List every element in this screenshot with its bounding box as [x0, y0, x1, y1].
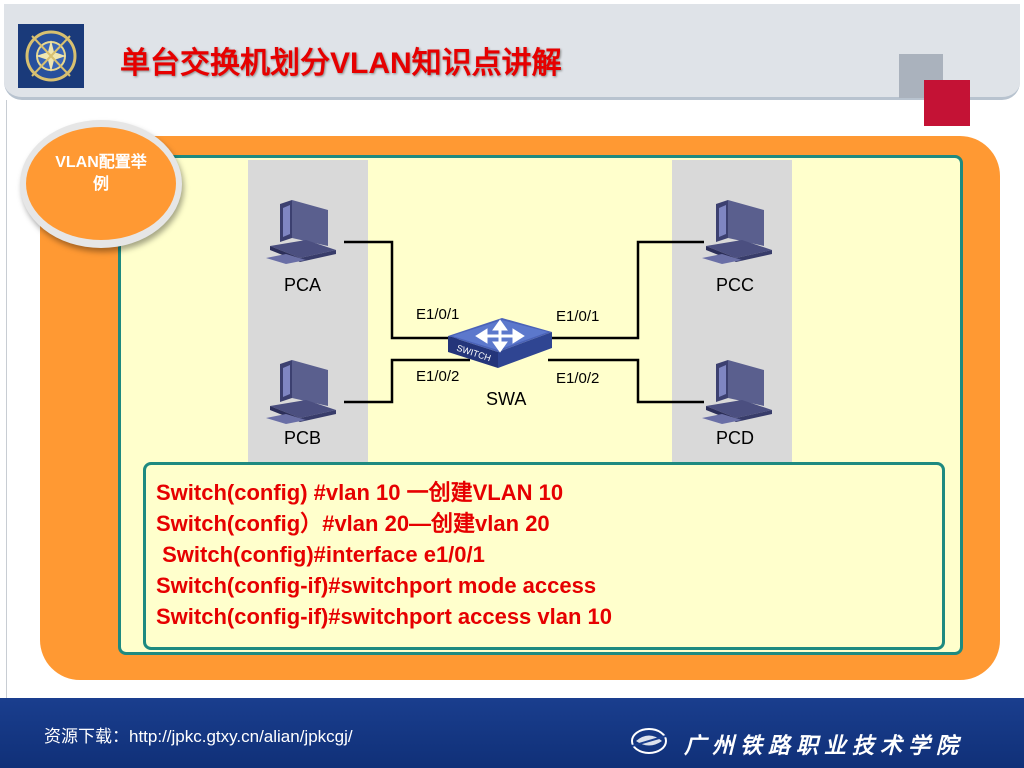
pca-computer-icon: [266, 200, 336, 264]
resource-link-text: 资源下载：http://jpkc.gtxy.cn/alian/jpkcgj/: [44, 727, 353, 746]
pcd-label: PCD: [716, 428, 755, 448]
link-pcd-swa: [548, 358, 704, 404]
swa-label: SWA: [486, 389, 527, 409]
slide-title: 单台交换机划分VLAN知识点讲解: [120, 47, 562, 80]
slide-footer: 资源下载：http://jpkc.gtxy.cn/alian/jpkcgj/ 广…: [0, 698, 1024, 768]
emblem-icon: [18, 24, 84, 88]
switch-icon: [448, 318, 552, 368]
pca-label: PCA: [284, 275, 322, 295]
port-label-left-top: E1/0/1: [416, 306, 460, 323]
pcc-label: PCC: [716, 275, 755, 295]
command-line: Switch(config-if)#switchport access vlan…: [156, 604, 613, 629]
school-logo-icon: [631, 728, 667, 754]
command-line: Switch(config-if)#switchport mode access: [156, 573, 597, 598]
link-pca-swa: [344, 240, 470, 340]
slide-header: [4, 4, 1020, 100]
link-pcc-swa: [548, 240, 704, 340]
command-line: Switch(config) #vlan 10 一创建VLAN 10: [156, 480, 564, 505]
port-label-left-bottom: E1/0/2: [416, 368, 460, 385]
pcd-computer-icon: [702, 360, 772, 424]
command-box: Switch(config) #vlan 10 一创建VLAN 10 Switc…: [143, 462, 945, 650]
section-badge: [26, 127, 176, 240]
left-border-line: [6, 100, 7, 698]
pcb-label: PCB: [284, 428, 322, 448]
section-badge-label: VLAN配置举例: [55, 154, 147, 193]
pcc-computer-icon: [702, 200, 772, 264]
port-label-right-top: E1/0/1: [556, 308, 600, 325]
link-pcb-swa: [344, 358, 470, 404]
command-line: Switch(config）#vlan 20—创建vlan 20: [156, 511, 550, 536]
decor-square-red: [924, 80, 970, 126]
school-name: 广州铁路职业技术学院: [684, 733, 965, 759]
pcb-computer-icon: [266, 360, 336, 424]
command-line: Switch(config)#interface e1/0/1: [156, 542, 485, 567]
port-label-right-bottom: E1/0/2: [556, 370, 600, 387]
